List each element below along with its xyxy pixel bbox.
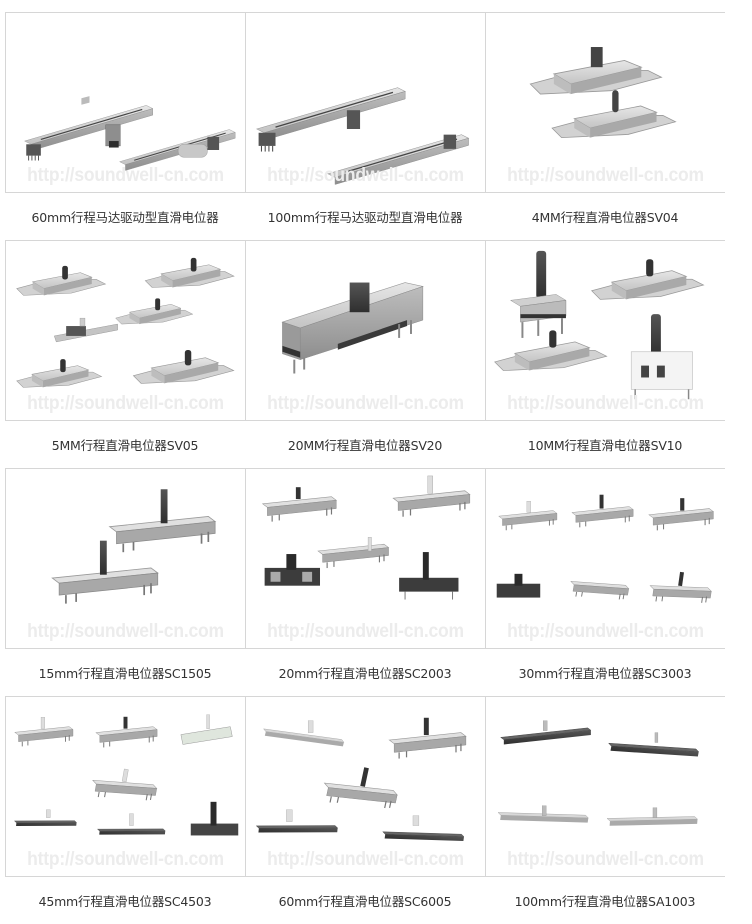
product-card[interactable]: http://soundwell-cn.com 30mm行程直滑电位器SC300… [485,468,725,696]
product-image-frame[interactable]: http://soundwell-cn.com [5,696,245,877]
slide-pot-image [281,282,424,374]
product-card[interactable]: http://soundwell-cn.com 4MM行程直滑电位器SV04 [485,12,725,240]
watermark: http://soundwell-cn.com [507,621,704,642]
slide-switch-image [529,47,677,139]
product-card[interactable]: http://soundwell-cn.com 10MM行程直滑电位器SV10 [485,240,725,468]
product-card[interactable]: http://soundwell-cn.com 20mm行程直滑电位器SC200… [245,468,485,696]
watermark: http://soundwell-cn.com [27,849,224,870]
motorized-fader-image [256,87,470,186]
product-row: http://soundwell-cn.com 5MM行程直滑电位器SV05 [5,240,725,468]
product-caption[interactable]: 60mm行程马达驱动型直滑电位器 [31,210,219,225]
product-caption[interactable]: 20MM行程直滑电位器SV20 [287,438,443,453]
product-card[interactable]: http://soundwell-cn.com 5MM行程直滑电位器SV05 [5,240,245,468]
watermark: http://soundwell-cn.com [267,393,464,414]
product-image-frame[interactable]: http://soundwell-cn.com [485,468,725,649]
slide-pot-image [262,475,471,600]
slide-switch-image [16,257,235,388]
product-card[interactable]: http://soundwell-cn.com 100mm行程直滑电位器SA10… [485,696,725,924]
product-card[interactable]: http://soundwell-cn.com 100mm行程马达驱动型直滑电位… [245,12,485,240]
product-caption[interactable]: 5MM行程直滑电位器SV05 [51,438,199,453]
watermark: http://soundwell-cn.com [507,165,704,186]
product-caption[interactable]: 10MM行程直滑电位器SV10 [527,438,683,453]
product-row: http://soundwell-cn.com 60mm行程马达驱动型直滑电位器 [5,12,725,240]
product-image-frame[interactable]: http://soundwell-cn.com [5,12,245,193]
product-caption[interactable]: 60mm行程直滑电位器SC6005 [278,894,452,909]
product-card[interactable]: http://soundwell-cn.com 45mm行程直滑电位器SC450… [5,696,245,924]
product-caption[interactable]: 100mm行程马达驱动型直滑电位器 [267,210,463,225]
product-caption[interactable]: 4MM行程直滑电位器SV04 [531,210,679,225]
slide-switch-image [494,250,705,400]
product-image-frame[interactable]: http://soundwell-cn.com [485,12,725,193]
product-caption[interactable]: 15mm行程直滑电位器SC1505 [38,666,212,681]
product-image-frame[interactable]: http://soundwell-cn.com [485,696,725,877]
watermark: http://soundwell-cn.com [507,393,704,414]
product-row: http://soundwell-cn.com 15mm行程直滑电位器SC150… [5,468,725,696]
watermark: http://soundwell-cn.com [27,393,224,414]
slide-pot-image [255,717,467,850]
product-image-frame[interactable]: http://soundwell-cn.com [245,240,485,421]
motorized-fader-image [24,96,236,171]
product-image-frame[interactable]: http://soundwell-cn.com [485,240,725,421]
product-image-frame[interactable]: http://soundwell-cn.com [245,12,485,193]
product-card[interactable]: http://soundwell-cn.com 60mm行程直滑电位器SC600… [245,696,485,924]
slide-pot-image [496,720,700,834]
product-caption[interactable]: 20mm行程直滑电位器SC2003 [278,666,452,681]
watermark: http://soundwell-cn.com [27,621,224,642]
product-caption[interactable]: 30mm行程直滑电位器SC3003 [518,666,692,681]
watermark: http://soundwell-cn.com [507,849,704,870]
product-image-frame[interactable]: http://soundwell-cn.com [245,696,485,877]
slide-pot-image [496,494,714,610]
product-card[interactable]: http://soundwell-cn.com 15mm行程直滑电位器SC150… [5,468,245,696]
product-caption[interactable]: 45mm行程直滑电位器SC4503 [38,894,212,909]
watermark: http://soundwell-cn.com [267,621,464,642]
product-image-frame[interactable]: http://soundwell-cn.com [5,240,245,421]
watermark: http://soundwell-cn.com [267,849,464,870]
product-row: http://soundwell-cn.com 45mm行程直滑电位器SC450… [5,696,725,924]
product-grid: http://soundwell-cn.com 60mm行程马达驱动型直滑电位器 [5,12,725,924]
product-image-frame[interactable]: http://soundwell-cn.com [245,468,485,649]
product-card[interactable]: http://soundwell-cn.com 60mm行程马达驱动型直滑电位器 [5,12,245,240]
product-caption[interactable]: 100mm行程直滑电位器SA1003 [514,894,696,909]
watermark: http://soundwell-cn.com [267,165,464,186]
slide-pot-image [13,714,239,842]
product-card[interactable]: http://soundwell-cn.com 20MM行程直滑电位器SV20 [245,240,485,468]
product-image-frame[interactable]: http://soundwell-cn.com [5,468,245,649]
slide-pot-image [51,489,216,605]
watermark: http://soundwell-cn.com [27,165,224,186]
